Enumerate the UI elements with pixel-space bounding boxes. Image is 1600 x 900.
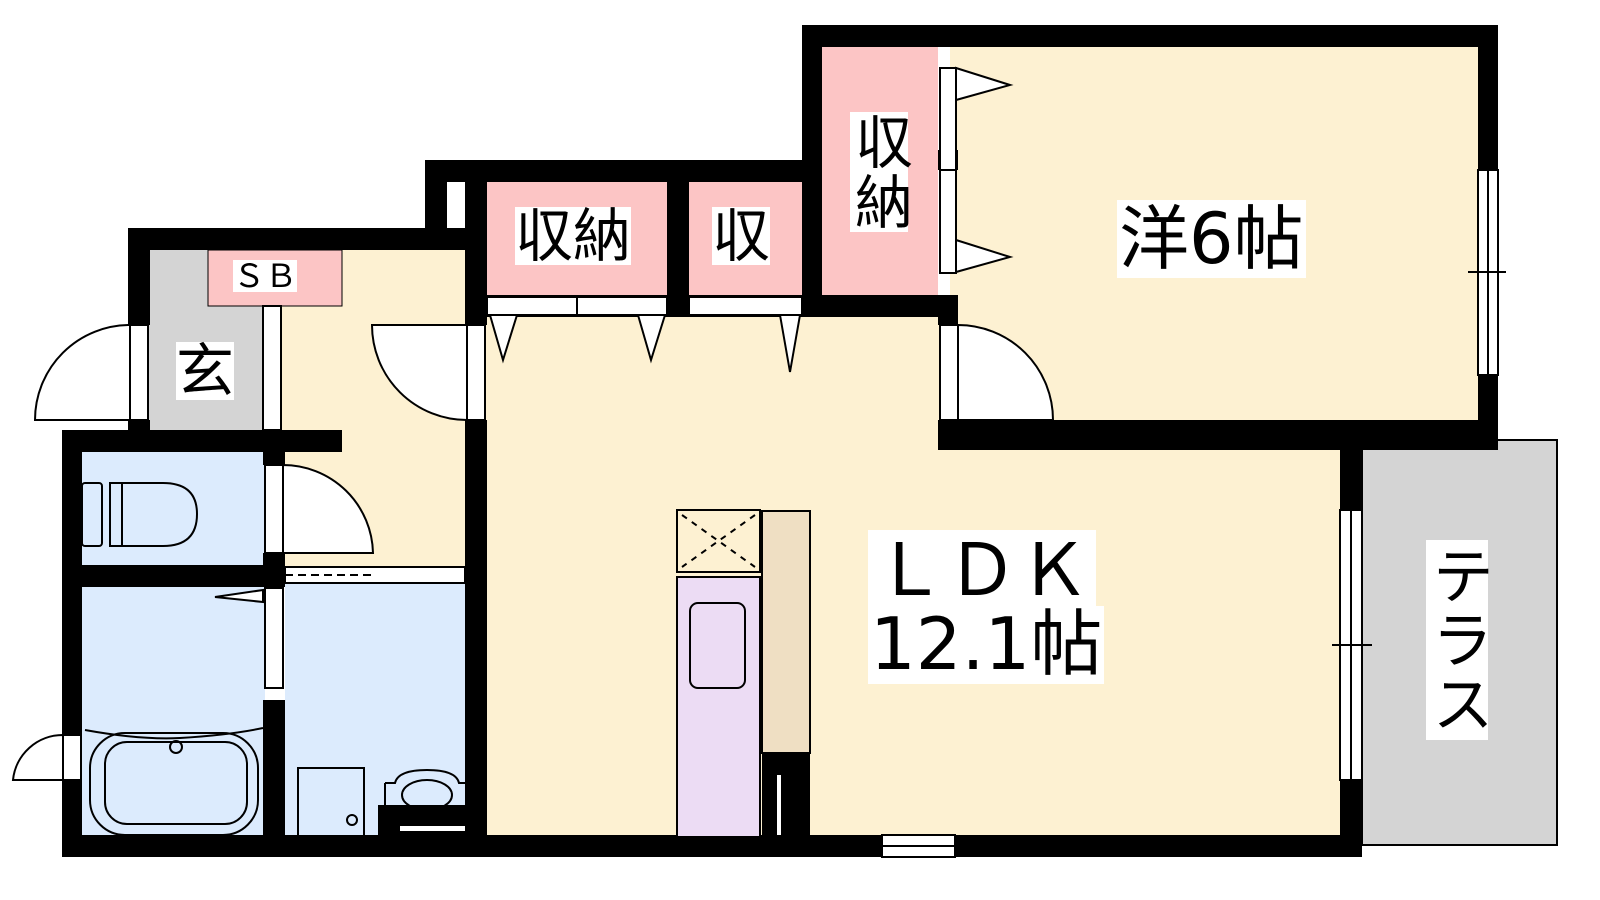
bath-area xyxy=(82,587,265,837)
terrace-label: テラス xyxy=(1421,540,1494,740)
bathtub-icon xyxy=(84,727,264,836)
washbasin-icon xyxy=(297,767,465,839)
doors[interactable] xyxy=(11,66,1055,781)
shoebox-label: ＳＢ xyxy=(233,257,298,295)
toilet-icon xyxy=(81,482,199,547)
ldk-size-label: 12.1帖 xyxy=(868,602,1105,686)
washroom-area xyxy=(285,580,467,837)
storage-3-label: 収納 xyxy=(845,112,913,232)
storage-2-label: 収 xyxy=(712,202,771,270)
ldk-name-label: ＬＤＫ xyxy=(868,530,1097,608)
windows xyxy=(284,169,1506,858)
kitchen-counter xyxy=(676,509,811,838)
entrance-label: 玄 xyxy=(176,337,235,405)
storage-1-label: 収納 xyxy=(515,202,632,270)
bedroom-label: 洋6帖 xyxy=(1117,198,1306,280)
